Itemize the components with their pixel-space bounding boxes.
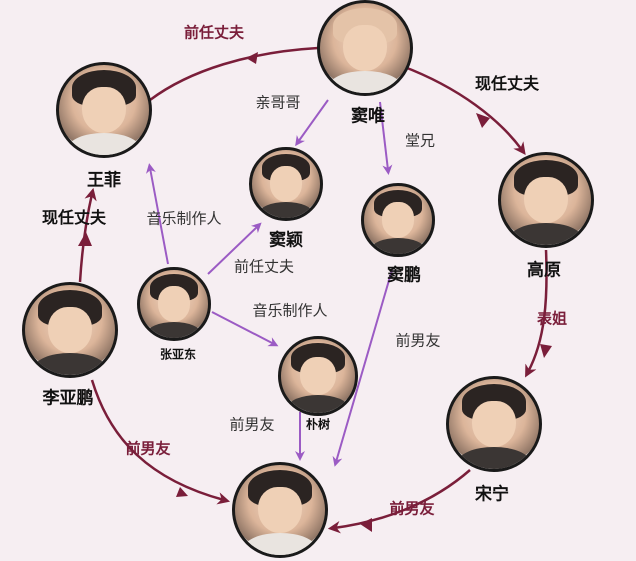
name-dou-wei: 窦唯 xyxy=(351,106,385,127)
label-current-husband-right: 现任丈夫 xyxy=(474,74,540,93)
arrowhead-right-top xyxy=(476,113,490,128)
avatar xyxy=(56,62,152,158)
arrow-zhangyadong-to-pushu xyxy=(211,311,279,347)
name-gao-yuan: 高原 xyxy=(527,260,561,281)
name-song-ning: 宋宁 xyxy=(475,484,509,505)
arrow-douwei-to-douying xyxy=(295,99,329,147)
avatar xyxy=(361,183,435,257)
label-current-husband-left: 现任丈夫 xyxy=(41,208,107,227)
node-dou-wei xyxy=(317,0,413,96)
arrow-douwei-to-doupeng xyxy=(379,101,393,175)
node-zhou-xun xyxy=(232,462,328,558)
arrowhead-bottom-right xyxy=(360,518,372,532)
node-li-yapeng xyxy=(22,282,118,378)
inner-relationship-arrows xyxy=(146,99,393,467)
arrowhead-right-mid xyxy=(540,344,552,358)
label-former-husband-mid: 前任丈夫 xyxy=(233,257,295,276)
avatar xyxy=(22,282,118,378)
arrowhead-left xyxy=(78,232,92,246)
node-pu-shu xyxy=(278,336,358,416)
node-dou-peng xyxy=(361,183,435,257)
label-cousin: 堂兄 xyxy=(404,131,436,150)
arrow-zhangyadong-to-wangfei xyxy=(146,163,169,265)
avatar xyxy=(232,462,328,558)
arc-liyapeng-to-zhouxun xyxy=(90,379,231,505)
arc-gaoyuan-to-songning xyxy=(525,249,548,378)
label-ex-bf-liyapeng: 前男友 xyxy=(125,439,171,458)
avatar xyxy=(137,267,211,341)
node-dou-ying xyxy=(249,147,323,221)
avatar xyxy=(446,376,542,472)
name-dou-peng: 窦鹏 xyxy=(387,265,421,286)
label-ex-bf-songning: 前男友 xyxy=(389,499,435,518)
arrowhead-bottom-left xyxy=(176,487,188,497)
label-ex-bf-pushu: 前男友 xyxy=(229,415,275,434)
arc-douwei-to-gaoyuan xyxy=(401,64,526,156)
avatar xyxy=(278,336,358,416)
name-dou-ying: 窦颖 xyxy=(269,230,303,251)
arrow-doupeng-to-zhouxun xyxy=(332,269,393,467)
name-zhang-yadong: 张亚东 xyxy=(159,347,197,362)
name-li-yapeng: 李亚鹏 xyxy=(42,388,94,409)
avatar xyxy=(249,147,323,221)
node-song-ning xyxy=(446,376,542,472)
label-ex-bf-doupeng: 前男友 xyxy=(395,331,441,350)
label-music-producer-2: 音乐制作人 xyxy=(252,301,328,320)
avatar xyxy=(317,0,413,96)
name-wang-fei: 王菲 xyxy=(87,170,121,191)
label-music-producer-1: 音乐制作人 xyxy=(146,209,222,228)
arc-douwei-to-wangfei xyxy=(149,46,319,102)
node-wang-fei xyxy=(56,62,152,158)
arrowhead-top xyxy=(246,52,258,64)
node-zhang-yadong xyxy=(137,267,211,341)
label-cousin-sister: 表姐 xyxy=(536,309,568,328)
avatar xyxy=(498,152,594,248)
name-pu-shu: 朴树 xyxy=(305,417,331,432)
arrow-zhangyadong-to-douying xyxy=(207,222,262,275)
node-gao-yuan xyxy=(498,152,594,248)
label-brother: 亲哥哥 xyxy=(255,93,301,112)
label-former-husband-top: 前任丈夫 xyxy=(183,23,245,42)
arc-songning-to-zhouxun xyxy=(327,469,471,534)
